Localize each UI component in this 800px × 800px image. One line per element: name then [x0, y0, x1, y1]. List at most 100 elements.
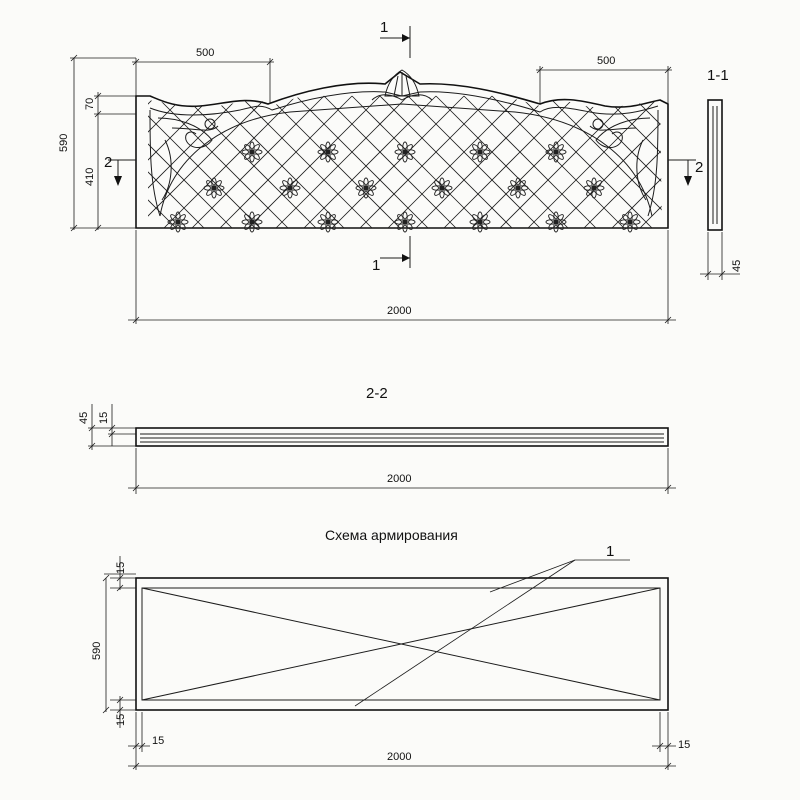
lattice-line — [603, 95, 662, 229]
flower-ornament — [355, 177, 377, 199]
dim-total-height-590: 590 — [58, 134, 70, 152]
dim-reinf-top-cover-15: 15 — [115, 562, 127, 574]
lattice-line — [435, 95, 569, 229]
dim-section-cover-15: 15 — [98, 412, 110, 424]
flower-ornament — [203, 177, 225, 199]
lattice-line — [359, 95, 493, 229]
flower-ornament — [317, 141, 339, 163]
lattice-line — [0, 96, 36, 228]
lattice-line — [547, 95, 662, 229]
lattice-line — [191, 95, 325, 229]
flower-ornament — [545, 141, 567, 163]
flower-ornament — [394, 211, 416, 233]
side-view-1-1 — [700, 99, 740, 280]
panel-outline — [135, 71, 669, 229]
lattice-line — [527, 95, 661, 229]
flower-ornament — [317, 211, 339, 233]
lattice-line — [155, 95, 289, 229]
lattice-line — [148, 95, 233, 229]
lattice-line — [239, 95, 373, 229]
lattice-line — [379, 95, 513, 229]
lattice-line — [780, 96, 800, 228]
lattice-line — [491, 95, 625, 229]
flower-ornament — [241, 141, 263, 163]
lattice-line — [211, 95, 345, 229]
lattice-line — [387, 95, 521, 229]
lattice-line — [351, 95, 485, 229]
lattice-line — [631, 95, 662, 229]
lattice-line — [443, 95, 577, 229]
lattice-line — [555, 95, 662, 229]
section-2-right-mark: 2 — [695, 159, 703, 176]
lattice-line — [716, 96, 800, 228]
section-1-1-label: 1-1 — [707, 67, 729, 84]
lattice-line — [0, 96, 64, 228]
dim-top-left-500: 500 — [196, 47, 214, 59]
lattice-line — [148, 95, 185, 229]
lattice-line — [331, 95, 465, 229]
lattice-line — [659, 95, 662, 229]
lattice-line — [519, 95, 653, 229]
flower-ornament — [583, 177, 605, 199]
section-1-marks — [380, 26, 411, 268]
dim-length-2000: 2000 — [387, 305, 411, 317]
reinforcement-scheme — [102, 556, 676, 770]
left-scroll-ornament — [149, 109, 219, 217]
lattice-line — [219, 95, 353, 229]
flower-ornament — [394, 141, 416, 163]
lattice-line — [275, 95, 409, 229]
dim-side-thickness-45: 45 — [731, 260, 743, 272]
dim-body-height-410: 410 — [84, 168, 96, 186]
dim-reinf-bottom-cover-15: 15 — [115, 714, 127, 726]
dim-reinf-left-cover-15: 15 — [152, 735, 164, 747]
flower-ornament — [619, 211, 641, 233]
lattice-line — [407, 95, 541, 229]
dim-top-right-500: 500 — [597, 55, 615, 67]
lattice-line — [0, 96, 8, 228]
reinforcement-title: Схема армирования — [325, 527, 458, 543]
flower-ornament — [469, 211, 491, 233]
flower-ornament — [545, 211, 567, 233]
panel-inner-border — [149, 91, 659, 116]
dim-reinf-right-cover-15: 15 — [678, 739, 690, 751]
lattice-pattern — [0, 95, 800, 229]
lattice-line — [752, 96, 800, 228]
dim-reinf-length-2000: 2000 — [387, 751, 411, 763]
lattice-line — [0, 96, 16, 228]
lattice-line — [696, 96, 800, 228]
lattice-line — [0, 96, 72, 228]
dim-section-thickness-45: 45 — [78, 412, 90, 424]
dim-section-length-2000: 2000 — [387, 473, 411, 485]
lattice-arch — [159, 103, 653, 217]
section-2-marks — [108, 159, 696, 186]
lattice-line — [583, 95, 662, 229]
lattice-line — [0, 96, 120, 228]
section-2-2-label: 2-2 — [366, 385, 388, 402]
front-view — [0, 26, 800, 324]
lattice-line — [0, 96, 44, 228]
lattice-line — [499, 95, 633, 229]
section-2-2-view — [88, 404, 676, 494]
lattice-line — [575, 95, 662, 229]
lattice-line — [148, 95, 261, 229]
lattice-line — [148, 95, 213, 229]
section-1-top-mark: 1 — [380, 19, 388, 36]
lattice-line — [688, 96, 800, 228]
lattice-line — [247, 95, 381, 229]
lattice-line — [772, 96, 800, 228]
lattice-line — [0, 96, 92, 228]
lattice-line — [463, 95, 597, 229]
lattice-line — [323, 95, 457, 229]
lattice-line — [471, 95, 605, 229]
dim-top-step-70: 70 — [84, 98, 96, 110]
flower-ornament — [279, 177, 301, 199]
dim-reinf-height-590: 590 — [91, 642, 103, 660]
lattice-line — [611, 95, 662, 229]
flower-ornament — [431, 177, 453, 199]
flower-ornament — [469, 141, 491, 163]
lattice-line — [148, 95, 149, 229]
section-2-left-mark: 2 — [104, 154, 112, 171]
flower-ornament — [507, 177, 529, 199]
